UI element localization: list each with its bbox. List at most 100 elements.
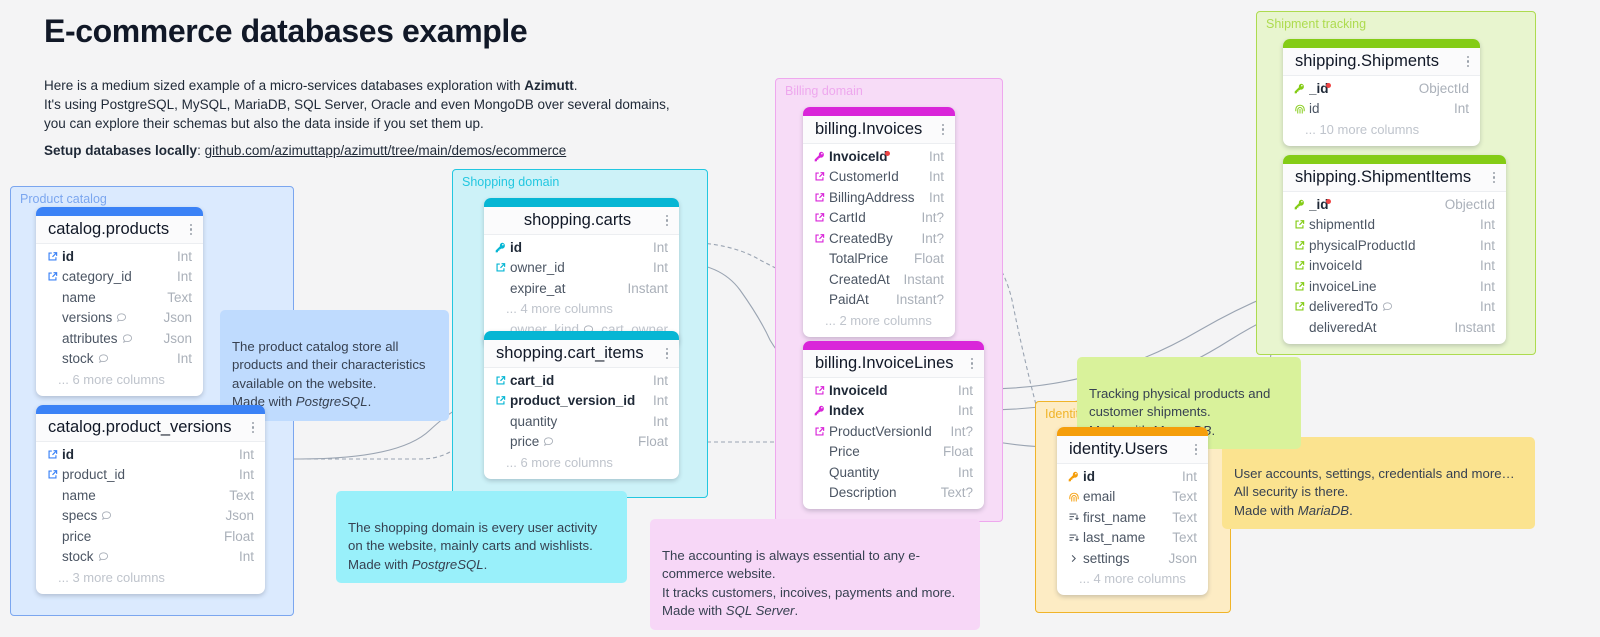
table-menu-icon[interactable]: [1460, 55, 1472, 68]
column-name: stock: [62, 549, 231, 564]
more-columns-row[interactable]: ... 3 more columns: [58, 569, 165, 585]
table-header[interactable]: shipping.Shipments: [1283, 48, 1480, 76]
table-menu-icon[interactable]: [183, 223, 195, 236]
table-menu-icon[interactable]: [659, 214, 671, 227]
table-menu-icon[interactable]: [1486, 171, 1498, 184]
column-type: Int: [957, 382, 973, 398]
table-menu-icon[interactable]: [964, 357, 976, 370]
table-header[interactable]: identity.Users: [1057, 436, 1208, 464]
column-icon: [495, 242, 510, 253]
column-name: id: [1083, 468, 1095, 484]
table-header[interactable]: billing.Invoices: [803, 116, 955, 144]
more-columns-row[interactable]: ... 10 more columns: [1305, 121, 1420, 137]
table-header[interactable]: shipping.ShipmentItems: [1283, 164, 1506, 192]
foreign-key-icon: [815, 233, 825, 243]
note-shipping-text: Tracking physical products and customer …: [1089, 385, 1271, 438]
table-header[interactable]: catalog.products: [36, 216, 203, 244]
table-menu-icon[interactable]: [935, 123, 947, 136]
table-title: catalog.products: [48, 220, 170, 238]
table-menu-icon[interactable]: [245, 421, 257, 434]
more-columns-row[interactable]: ... 6 more columns: [58, 371, 165, 387]
note-identity-suffix: .: [1349, 502, 1353, 518]
table-header[interactable]: catalog.product_versions: [36, 414, 265, 442]
azimutt-brand: Azimutt: [524, 78, 574, 94]
table-header[interactable]: shopping.carts: [484, 207, 679, 235]
foreign-key-icon: [815, 426, 825, 436]
more-columns-row[interactable]: ... 4 more columns: [1079, 571, 1186, 587]
more-columns-row[interactable]: ... 2 more columns: [825, 312, 932, 328]
column-icon: [814, 426, 829, 437]
column-type: Json: [163, 310, 192, 326]
group-label-product-catalog: Product catalog: [20, 192, 107, 206]
note-catalog-suffix: .: [367, 394, 372, 409]
column-icon: [47, 449, 62, 460]
column-type: Int: [1479, 258, 1495, 274]
table-header[interactable]: billing.InvoiceLines: [803, 350, 984, 378]
more-columns-row[interactable]: ... 4 more columns: [506, 301, 613, 317]
table-header[interactable]: shopping.cart_items: [484, 340, 679, 368]
foreign-key-icon: [815, 213, 825, 222]
setup-repo-link[interactable]: github.com/azimuttapp/azimutt/tree/main/…: [204, 143, 567, 159]
table-menu-icon[interactable]: [659, 347, 671, 360]
more-columns-row[interactable]: ... 6 more columns: [506, 454, 613, 470]
table-menu-icon[interactable]: [1188, 443, 1200, 456]
